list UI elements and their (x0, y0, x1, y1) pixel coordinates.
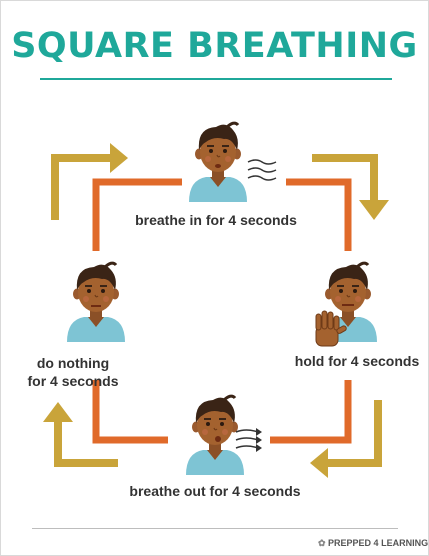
step-hold-label: hold for 4 seconds (292, 352, 422, 370)
brand-mark-icon: ✿ (318, 538, 328, 548)
footer-divider (32, 528, 398, 529)
step-breathe-out-label: breathe out for 4 seconds (120, 482, 310, 500)
boy-breathing-in-icon (189, 123, 276, 202)
step-do-nothing-label: do nothing for 4 seconds (10, 354, 136, 390)
step-do-nothing-line-2: for 4 seconds (10, 372, 136, 390)
arrow-bottom-left-icon (43, 402, 118, 463)
brand-name: PREPPED 4 LEARNING (328, 538, 428, 548)
brand-logo: ✿ PREPPED 4 LEARNING (318, 538, 428, 549)
step-do-nothing-line-1: do nothing (10, 354, 136, 372)
boy-resting-icon (67, 263, 125, 342)
boy-breathing-out-icon (186, 396, 262, 475)
step-breathe-in-label: breathe in for 4 seconds (134, 211, 298, 229)
boy-holding-hand-up-icon (316, 263, 377, 346)
